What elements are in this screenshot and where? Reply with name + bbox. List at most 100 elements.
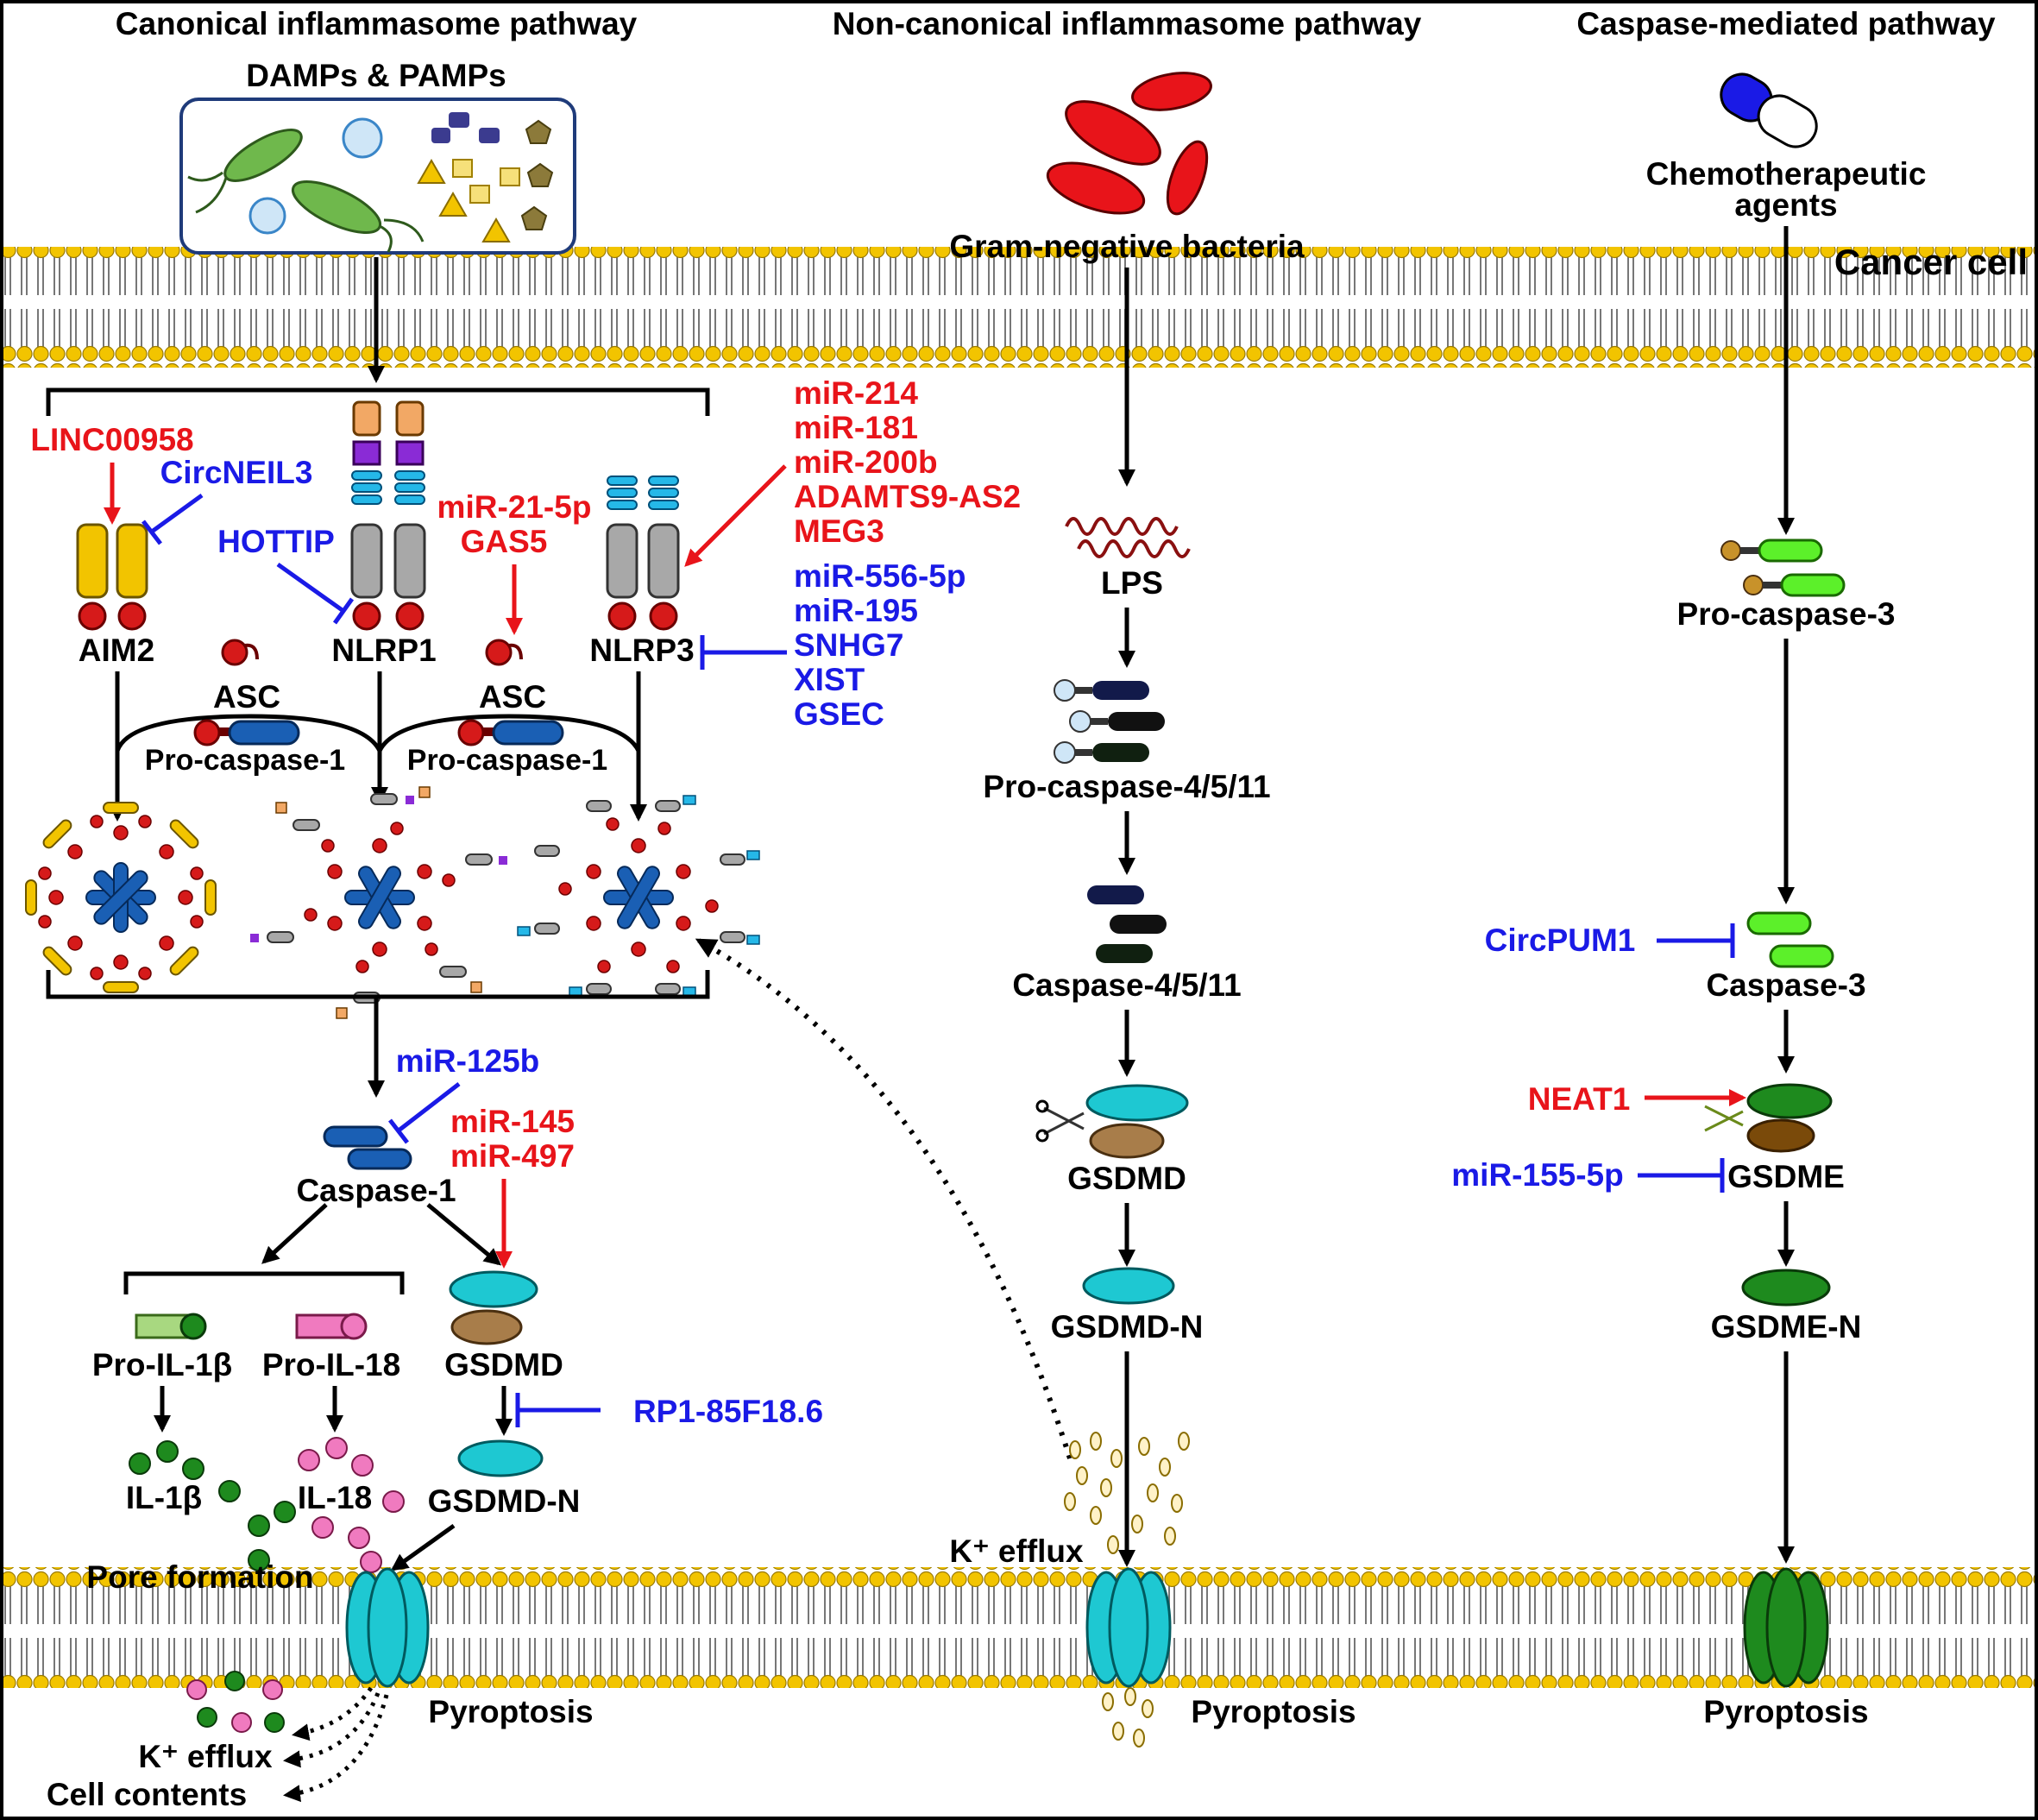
pro-il18-icon xyxy=(295,1313,368,1340)
procaspase1-left xyxy=(193,719,300,746)
il1b-label: IL-1β xyxy=(126,1480,202,1515)
circpum1-label: CircPUM1 xyxy=(1485,923,1636,958)
asc-right xyxy=(485,639,523,666)
pore-formation-label: Pore formation xyxy=(86,1559,313,1595)
gsdmd-n-canonical-label: GSDMD-N xyxy=(428,1483,581,1519)
gsdmd-canonical-label: GSDMD xyxy=(444,1347,563,1382)
neat1-label: NEAT1 xyxy=(1528,1081,1631,1117)
cancer-cell-label: Cancer cell xyxy=(1834,242,2028,282)
procaspase1-left-label: Pro-caspase-1 xyxy=(145,744,345,777)
nlrp1-label: NLRP1 xyxy=(331,633,436,668)
pro-il1b-icon xyxy=(135,1313,207,1340)
mir155-label: miR-155-5p xyxy=(1451,1157,1623,1193)
chemo-label-line1: Chemotherapeutic xyxy=(1646,156,1927,192)
nlrp3-activator: ADAMTS9-AS2 xyxy=(794,479,1021,514)
gsdmd-noncanonical-icon xyxy=(1035,1084,1189,1159)
circneil3-label: CircNEIL3 xyxy=(160,455,313,490)
gsdme-label: GSDME xyxy=(1727,1159,1845,1194)
nlrp1-inflammasome xyxy=(250,786,507,1019)
gsdmd-n-noncanonical-icon xyxy=(1082,1267,1175,1305)
nlrp3-label: NLRP3 xyxy=(589,633,694,668)
nlrp3-activator: miR-200b xyxy=(794,444,938,480)
mir497-label: miR-497 xyxy=(450,1138,575,1174)
nlrp3-inhibitor: GSEC xyxy=(794,696,884,732)
lps-icon xyxy=(1065,517,1191,558)
nlrp3-activator: miR-181 xyxy=(794,410,918,445)
drug-capsule-icon xyxy=(1720,72,1818,148)
pro-il1b-label: Pro-IL-1β xyxy=(92,1347,232,1382)
k-efflux-noncanonical-label: K⁺ efflux xyxy=(949,1533,1084,1569)
chemo-label-line2: agents xyxy=(1734,187,1837,223)
caspase3-icon xyxy=(1746,911,1834,968)
nlrp3-activator: MEG3 xyxy=(794,513,884,549)
procaspase-4-5-11-label: Pro-caspase-4/5/11 xyxy=(983,769,1270,804)
caspase-4-5-11-icon xyxy=(1087,885,1167,963)
mir145-label: miR-145 xyxy=(450,1104,575,1139)
gsdmd-pore-canonical xyxy=(345,1567,430,1688)
gram-negative-label: Gram-negative bacteria xyxy=(949,229,1305,264)
hottip-label: HOTTIP xyxy=(217,524,335,559)
gsdme-pore xyxy=(1743,1567,1829,1688)
caspase1-icon xyxy=(323,1125,412,1170)
nlrp3-inhibitor: XIST xyxy=(794,662,865,697)
nlrp3-inhibitor: miR-195 xyxy=(794,593,918,628)
il18-particles xyxy=(298,1437,405,1573)
gram-negative-bacteria-icon xyxy=(1046,72,1212,216)
damps-pamps-box xyxy=(179,98,576,255)
procaspase-4-5-11-icon xyxy=(1054,679,1165,764)
bottom-membrane xyxy=(3,1567,2035,1688)
gsdme-icon xyxy=(1704,1083,1833,1153)
nlrp3-inhibitor: miR-556-5p xyxy=(794,558,966,594)
asc-left xyxy=(221,639,259,666)
k-efflux-canonical-label: K⁺ efflux xyxy=(138,1739,273,1774)
nlrp3-inflammasome xyxy=(517,795,760,997)
procaspase1-right xyxy=(457,719,564,746)
gsdmd-pore-noncanonical xyxy=(1085,1567,1172,1688)
title-noncanonical: Non-canonical inflammasome pathway xyxy=(833,6,1422,41)
caspase3-label: Caspase-3 xyxy=(1706,967,1865,1003)
k-ions-lower xyxy=(1102,1687,1154,1748)
nlrp3-activators-list: miR-214 miR-181 miR-200b ADAMTS9-AS2 MEG… xyxy=(794,375,1021,549)
rp1-label: RP1-85F18.6 xyxy=(633,1394,823,1429)
gsdme-n-label: GSDME-N xyxy=(1711,1309,1862,1345)
linc00958-label: LINC00958 xyxy=(30,422,193,457)
gsdme-n-icon xyxy=(1741,1269,1831,1307)
lps-label: LPS xyxy=(1101,565,1163,601)
mir125b-label: miR-125b xyxy=(396,1043,540,1079)
nlrp1-receptor xyxy=(350,400,426,631)
pyroptosis-caspase-label: Pyroptosis xyxy=(1703,1694,1868,1729)
gsdmd-n-canonical-icon xyxy=(457,1439,544,1477)
title-caspase: Caspase-mediated pathway xyxy=(1576,6,1996,41)
pyroptosis-canonical-label: Pyroptosis xyxy=(428,1694,593,1729)
il18-label: IL-18 xyxy=(298,1480,372,1515)
caspase-4-5-11-label: Caspase-4/5/11 xyxy=(1012,967,1241,1003)
cell-contents-label: Cell contents xyxy=(47,1777,247,1812)
caspase1-label: Caspase-1 xyxy=(296,1173,456,1208)
gsdmd-noncanonical-label: GSDMD xyxy=(1067,1161,1186,1196)
gsdmd-canonical-icon xyxy=(449,1270,538,1345)
pyroptosis-noncanonical-label: Pyroptosis xyxy=(1191,1694,1356,1729)
mir21-label: miR-21-5p xyxy=(437,489,592,525)
nlrp3-activator: miR-214 xyxy=(794,375,918,411)
nlrp3-receptor xyxy=(606,475,680,631)
top-membrane xyxy=(3,247,2035,368)
aim2-label: AIM2 xyxy=(79,633,154,668)
title-canonical: Canonical inflammasome pathway xyxy=(116,6,638,41)
asc-left-label: ASC xyxy=(213,679,280,715)
procaspase1-right-label: Pro-caspase-1 xyxy=(407,744,607,777)
inflammasome-bracket-top xyxy=(46,387,710,416)
procaspase3-icon xyxy=(1720,538,1846,597)
damps-pamps-label: DAMPs & PAMPs xyxy=(246,58,506,93)
aim2-receptor xyxy=(76,523,148,631)
nlrp3-inhibitors-list: miR-556-5p miR-195 SNHG7 XIST GSEC xyxy=(794,558,966,732)
released-particles xyxy=(186,1671,285,1733)
pro-il18-label: Pro-IL-18 xyxy=(262,1347,400,1382)
gas5-label: GAS5 xyxy=(461,524,548,559)
aim2-inflammasome xyxy=(25,802,217,993)
procaspase3-label: Pro-caspase-3 xyxy=(1677,596,1896,632)
asc-right-label: ASC xyxy=(479,679,546,715)
nlrp3-inhibitor: SNHG7 xyxy=(794,627,903,663)
il1b-particles xyxy=(129,1440,296,1571)
